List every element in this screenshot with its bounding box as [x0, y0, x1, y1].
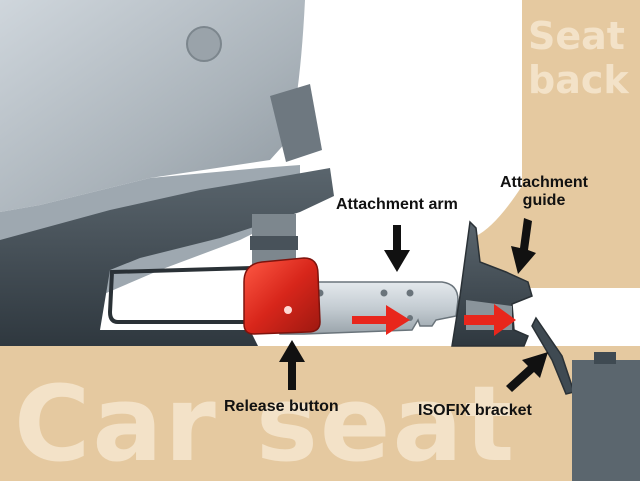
- child-seat-base: [0, 168, 334, 346]
- seat-back-label-line1: Seat: [528, 14, 625, 58]
- base-foot-outline: [107, 265, 252, 324]
- base-support-cap: [250, 236, 298, 250]
- attachment-guide-label-line1: Attachment: [500, 174, 589, 191]
- arm-hole-3: [406, 289, 414, 297]
- release-button-label: Release button: [224, 398, 339, 415]
- callout-arrow-release-button: [279, 340, 305, 390]
- callout-arrow-attachment-guide: [511, 218, 536, 274]
- seat-back-label-line2: back: [528, 58, 629, 102]
- attachment-arm-label: Attachment arm: [336, 196, 458, 213]
- vehicle-anchor-top: [594, 352, 616, 364]
- isofix-bracket-label: ISOFIX bracket: [418, 402, 532, 419]
- callout-arrow-isofix-bracket: [506, 352, 548, 392]
- attachment-guide-label-line2: guide: [522, 191, 566, 209]
- arm-hole-2: [380, 289, 388, 297]
- attachment-arm-bar: [279, 281, 459, 335]
- red-arrow-arm: [352, 305, 410, 335]
- red-arrow-guide: [464, 304, 516, 336]
- release-button-pin: [284, 306, 292, 314]
- car-seat-label: Car seat: [14, 363, 517, 481]
- shell-bolt: [186, 26, 222, 62]
- shell-mechanism: [270, 84, 322, 162]
- release-button-shape: [243, 257, 321, 335]
- vehicle-anchor-box: [572, 360, 640, 481]
- child-seat-shell: [0, 0, 305, 212]
- seat-back-label: Seat back: [528, 14, 629, 102]
- isofix-bracket-loop: [531, 316, 575, 395]
- seat-back-cushion: [476, 0, 640, 288]
- callout-arrow-attachment-arm: [384, 225, 410, 272]
- attachment-guide-label: Attachment guide: [500, 174, 588, 209]
